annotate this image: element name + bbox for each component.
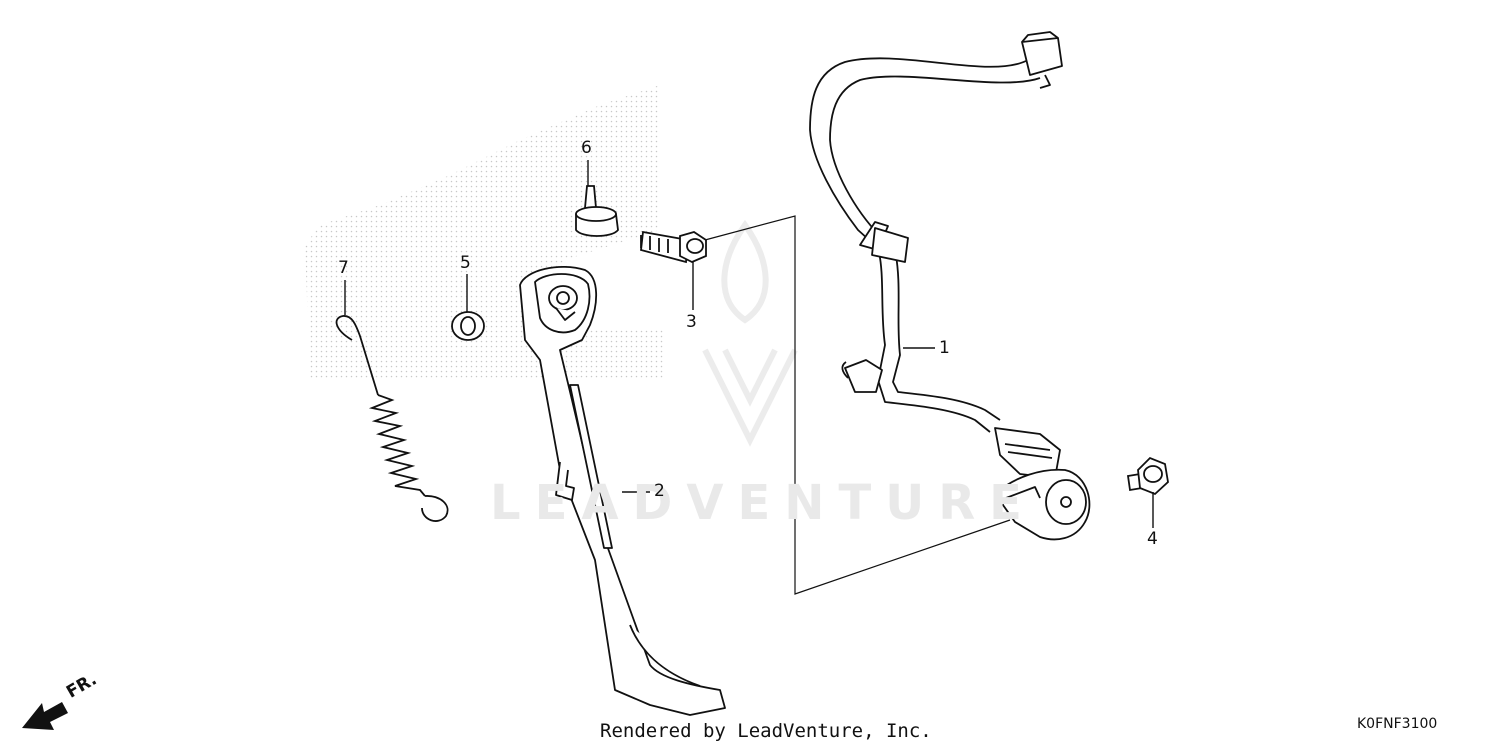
callout-4: 4: [1147, 529, 1158, 549]
watermark-text: LEADVENTURE: [490, 475, 1036, 531]
spring-part-7: [335, 315, 449, 522]
front-arrow-icon: [22, 702, 68, 730]
switch-harness-part-1: [809, 31, 1091, 541]
relation-outline: [704, 215, 1011, 595]
bolt-part-3: [640, 230, 707, 264]
side-stand-part-2: [519, 266, 726, 716]
callout-6: 6: [581, 138, 592, 158]
bolt-part-4: [1126, 456, 1169, 496]
diagram-code: K0FNF3100: [1357, 716, 1438, 732]
stopper-part-6: [575, 185, 619, 237]
watermark-logo: [702, 219, 798, 447]
leader-lines: [344, 160, 1154, 528]
callout-2: 2: [654, 481, 665, 501]
callout-7: 7: [338, 258, 349, 278]
callout-5: 5: [460, 253, 471, 273]
nut-part-5: [451, 311, 485, 341]
callout-3: 3: [686, 312, 697, 332]
render-credit: Rendered by LeadVenture, Inc.: [600, 720, 932, 742]
callout-1: 1: [939, 338, 950, 358]
